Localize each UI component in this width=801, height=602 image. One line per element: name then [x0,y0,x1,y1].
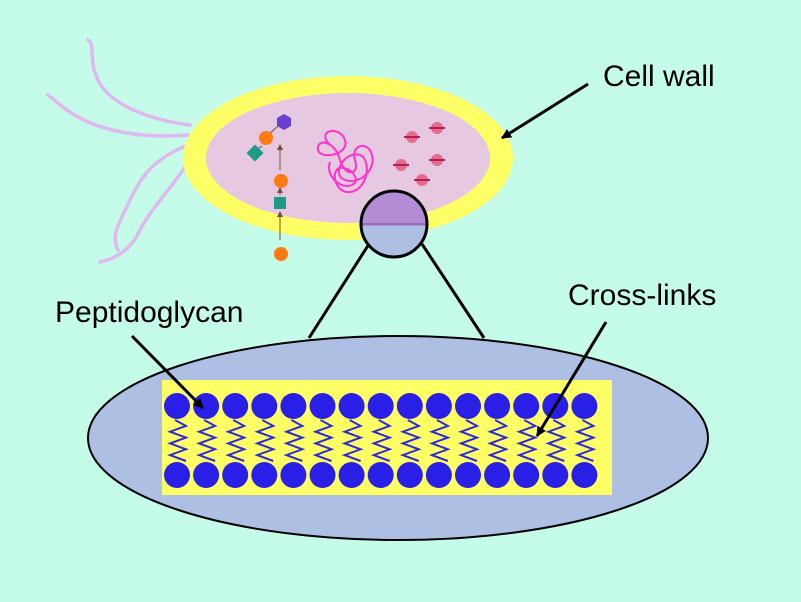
cross-link [254,419,277,462]
cross-link [428,419,451,462]
glycan-bead [396,462,423,488]
glycan-beads [164,393,598,488]
zoom-lines [307,243,486,339]
glycan-bead [396,393,423,419]
ribosome [429,154,445,166]
sugar-orange [274,247,288,261]
glycan-bead [280,393,307,419]
bacterium [183,76,513,261]
glycan-bead [367,462,394,488]
cross-link [399,419,422,462]
sugar-orange [259,131,273,145]
flagellum [98,158,192,264]
glycan-bead [280,462,307,488]
arrow-cross-links [535,321,608,437]
flagellum [46,93,190,138]
glycan-bead [542,462,569,488]
glycan-bead [455,462,481,488]
magnifier-lens [359,189,429,259]
label-peptidoglycan: Peptidoglycan [55,296,243,329]
glycan-bead [571,393,598,419]
cross-link [167,419,189,462]
glycan-bead [425,393,452,419]
cross-link [370,419,393,462]
glycan-bead [222,393,249,419]
cross-link [312,419,335,462]
sugar-orange [274,174,288,188]
glycan-bead [164,393,190,419]
cross-link [283,419,306,462]
sugar-teal-square [274,197,286,209]
glycan-bead [164,462,190,488]
cross-link [341,419,364,462]
cross-link [545,419,568,462]
glycan-bead [251,393,278,419]
cross-link [458,419,480,462]
ribosome [393,159,409,171]
glycan-bead [193,462,220,488]
cross-link [574,419,597,462]
flagellum [113,143,190,252]
cross-links-group [167,419,597,462]
sugar-teal-diamond [246,144,264,162]
label-cell-wall: Cell wall [603,60,715,93]
glycan-bead [338,393,365,419]
arrow-cell-wall [501,82,589,140]
ribosomes [393,122,445,186]
glycan-bead [367,393,394,419]
cross-link [516,419,539,462]
ribosome [414,174,430,186]
glycan-bead [513,462,540,488]
glycan-bead [484,462,511,488]
glycan-bead [571,462,598,488]
flagella [46,38,192,264]
glycan-bead [484,393,511,419]
glycan-bead [455,393,481,419]
label-cross-links: Cross-links [568,279,716,312]
zoomed-view [87,335,709,541]
ribosome [429,122,445,134]
cross-link [196,419,219,462]
cross-link [225,419,248,462]
flagellum [86,38,192,127]
glycan-bead [513,393,540,419]
glycan-bead [251,462,278,488]
cross-link [487,419,510,462]
glycan-bead [338,462,365,488]
arrow-peptidoglycan [130,334,205,410]
glycan-bead [309,393,336,419]
glycan-bead [309,462,336,488]
precursor-pathway [246,114,291,261]
glycan-bead [425,462,452,488]
glycan-bead [193,393,220,419]
glycan-bead [222,462,249,488]
sugar-purple-hexagon [277,114,291,130]
nucleoid-dna [316,130,374,194]
cytoplasm [206,93,490,223]
ribosome [404,131,420,143]
